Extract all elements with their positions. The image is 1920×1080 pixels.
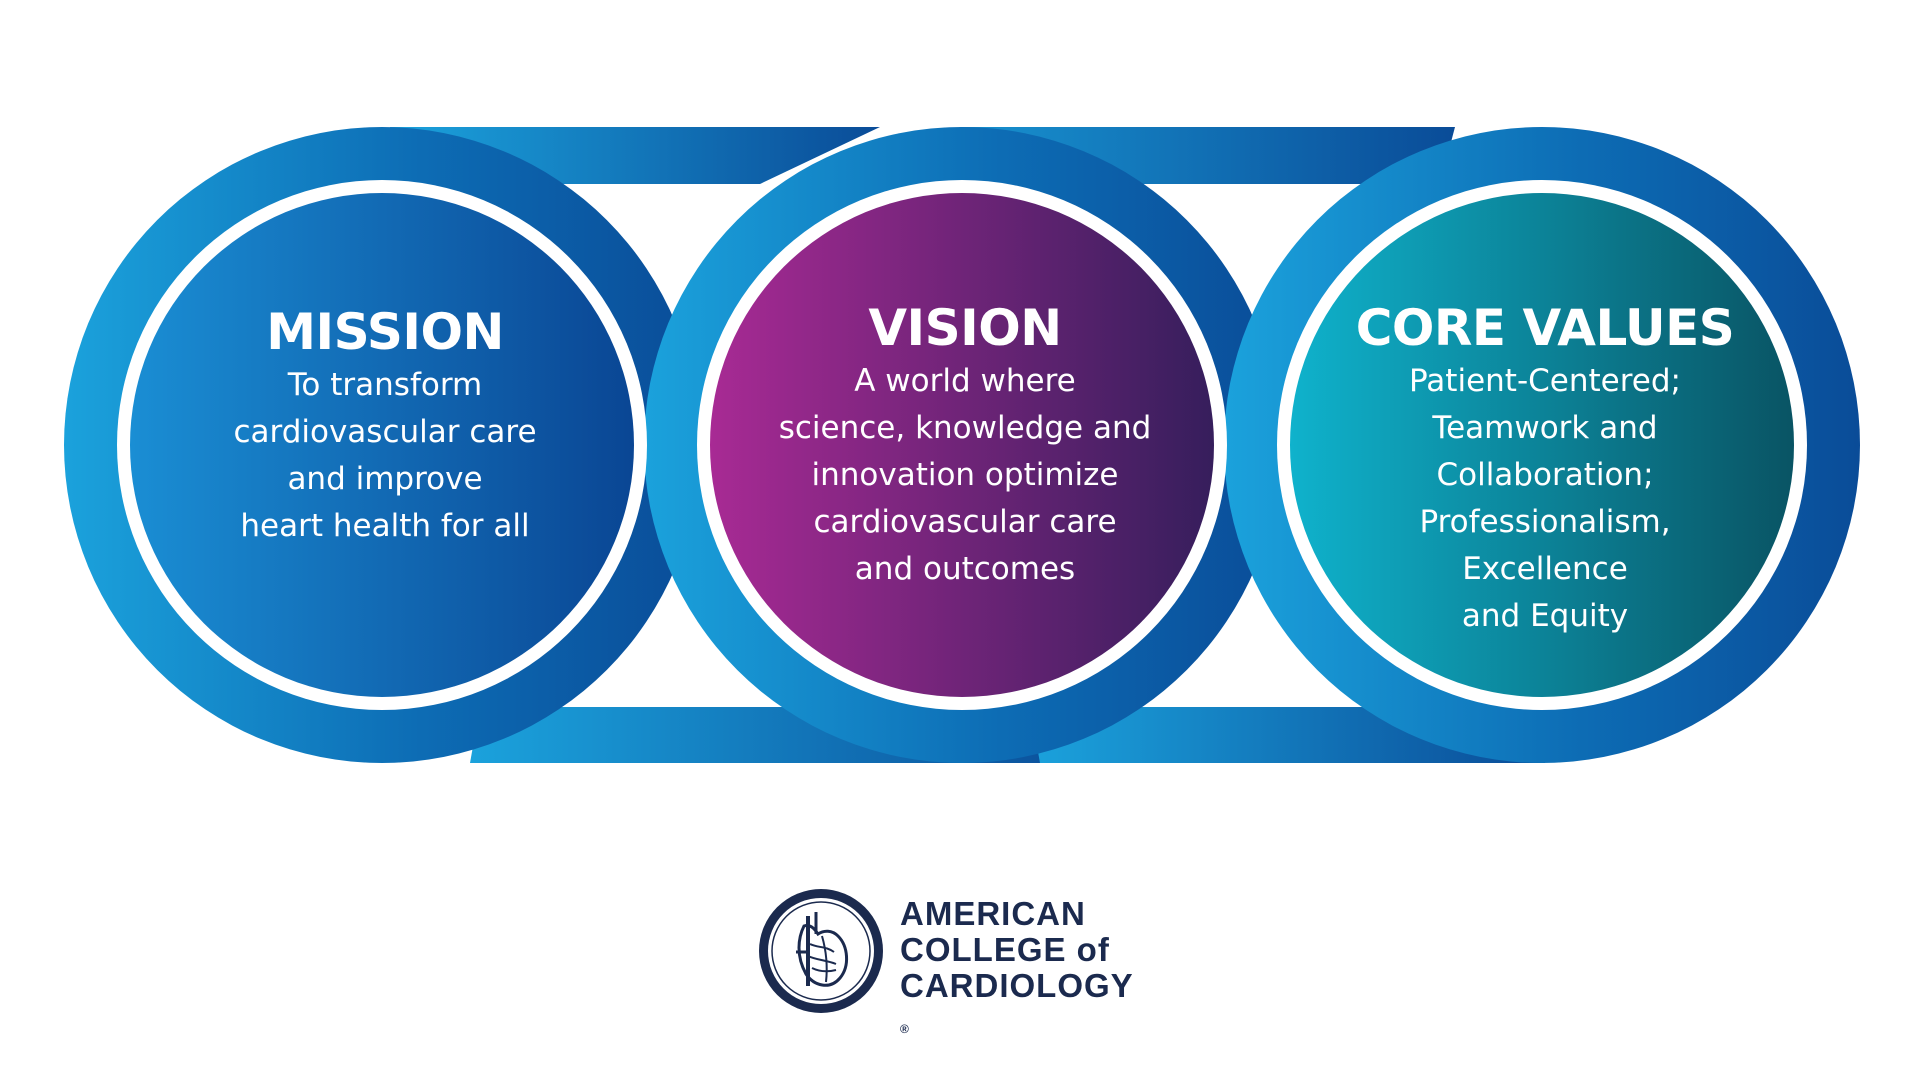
mission-title: MISSION bbox=[266, 303, 504, 361]
core-values-line: Collaboration; bbox=[1436, 457, 1654, 493]
core-values-line: Teamwork and bbox=[1432, 410, 1658, 446]
mission-line: To transform bbox=[287, 367, 483, 403]
registered-mark: ® bbox=[900, 1022, 909, 1036]
logo-line: CARDIOLOGY bbox=[900, 967, 1134, 1004]
logo-line-with-mark: CARDIOLOGY ® bbox=[900, 968, 1134, 1047]
acc-logo: AMERICAN COLLEGE of CARDIOLOGY ® bbox=[756, 886, 1176, 1036]
mission-text-block: MISSION To transform cardiovascular care… bbox=[205, 302, 565, 550]
vision-body: A world where science, knowledge and inn… bbox=[755, 358, 1175, 593]
vision-text-block: VISION A world where science, knowledge … bbox=[755, 298, 1175, 593]
core-values-line: and Equity bbox=[1461, 598, 1629, 634]
logo-wordmark: AMERICAN COLLEGE of CARDIOLOGY ® bbox=[900, 896, 1134, 1047]
mission-body: To transform cardiovascular care and imp… bbox=[205, 362, 565, 550]
vision-line: A world where bbox=[854, 363, 1076, 399]
core-values-text-block: CORE VALUES Patient-Centered; Teamwork a… bbox=[1325, 298, 1765, 640]
core-values-line: Patient-Centered; bbox=[1409, 363, 1681, 399]
vision-line: science, knowledge and bbox=[778, 410, 1152, 446]
logo-line: AMERICAN bbox=[900, 895, 1086, 932]
vision-line: and outcomes bbox=[854, 551, 1076, 587]
vision-line: cardiovascular care bbox=[813, 504, 1117, 540]
mission-line: heart health for all bbox=[240, 508, 530, 544]
core-values-line: Excellence bbox=[1462, 551, 1628, 587]
core-values-circle bbox=[1290, 193, 1794, 697]
heart-seal-icon bbox=[759, 889, 883, 1013]
vision-line: innovation optimize bbox=[811, 457, 1119, 493]
mission-line: and improve bbox=[287, 461, 483, 497]
mission-line: cardiovascular care bbox=[233, 414, 537, 450]
vision-title: VISION bbox=[868, 299, 1062, 357]
core-values-line: Professionalism, bbox=[1419, 504, 1671, 540]
core-values-body: Patient-Centered; Teamwork and Collabora… bbox=[1325, 358, 1765, 640]
mission-circle bbox=[130, 193, 634, 697]
logo-line: COLLEGE of bbox=[900, 931, 1110, 968]
vision-circle bbox=[710, 193, 1214, 697]
core-values-title: CORE VALUES bbox=[1355, 299, 1735, 357]
